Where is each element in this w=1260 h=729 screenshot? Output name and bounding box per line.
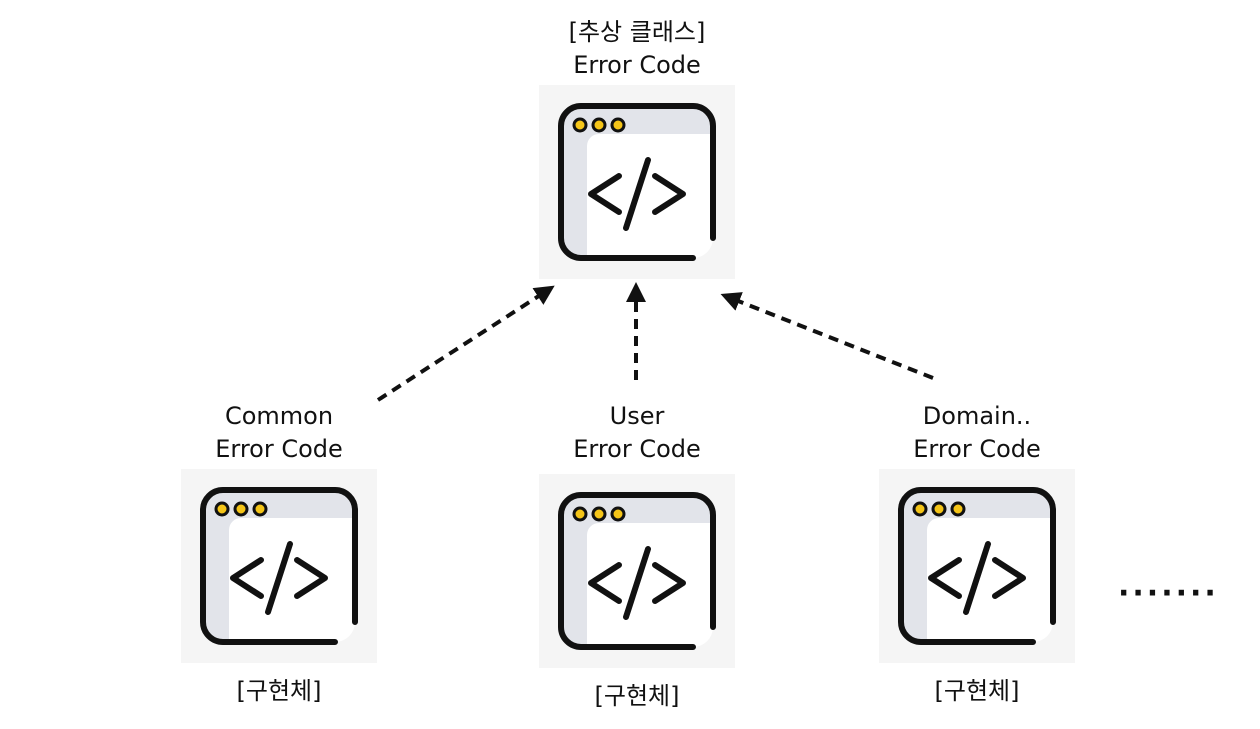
domain-node-title-line1: Domain..	[922, 402, 1032, 430]
user-node-title: User Error Code	[537, 400, 737, 466]
user-node-title-line2: Error Code	[573, 435, 701, 463]
user-node-icon-box	[539, 474, 735, 668]
code-window-icon	[558, 103, 716, 261]
common-node-caption: [구현체]	[236, 677, 322, 705]
domain-error-code-node: Domain.. Error Code [구현체]	[877, 400, 1077, 708]
abstract-node-title-line1: [추상 클래스]	[568, 18, 706, 46]
domain-node-title-line2: Error Code	[913, 435, 1041, 463]
code-window-icon	[200, 487, 358, 645]
code-window-icon	[558, 492, 716, 650]
domain-node-title: Domain.. Error Code	[877, 400, 1077, 466]
arrow-domain-to-abstract	[720, 292, 934, 380]
domain-node-icon-box	[879, 469, 1075, 663]
user-error-code-node: User Error Code [구현체]	[537, 400, 737, 713]
common-node-title-line1: Common	[224, 402, 334, 430]
code-window-icon	[898, 487, 1056, 645]
common-node-icon-box	[181, 469, 377, 663]
common-error-code-node: Common Error Code [구현체]	[179, 400, 379, 708]
domain-node-caption: [구현체]	[934, 677, 1020, 705]
common-node-title-line2: Error Code	[215, 435, 343, 463]
common-node-title: Common Error Code	[179, 400, 379, 466]
abstract-error-code-node: [추상 클래스] Error Code	[537, 16, 737, 279]
more-implementations-ellipsis: ·······	[1118, 576, 1219, 611]
user-node-title-line1: User	[609, 402, 665, 430]
arrow-common-to-abstract	[376, 285, 555, 402]
user-node-caption: [구현체]	[594, 682, 680, 710]
abstract-node-icon-box	[539, 85, 735, 279]
abstract-node-title: [추상 클래스] Error Code	[537, 16, 737, 82]
abstract-node-title-line2: Error Code	[573, 51, 701, 79]
